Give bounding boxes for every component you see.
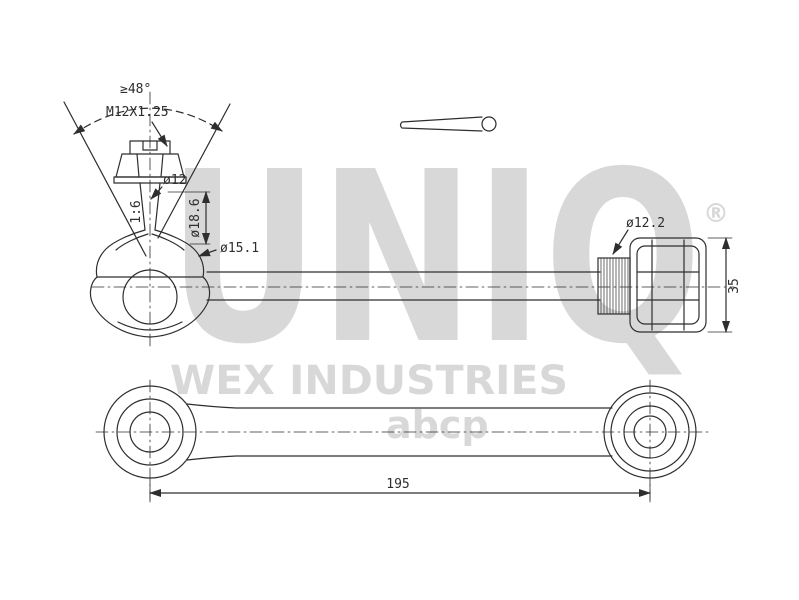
- bushing-bore-leader: [612, 229, 629, 255]
- cone-angle-annotation: [63, 101, 231, 257]
- watermark: UNIQ ® WEX INDUSTRIES abcp: [168, 121, 729, 447]
- line-work: [63, 91, 735, 503]
- label-cone-angle: ≥48°: [120, 82, 151, 97]
- label-socket-diameter: ø15.1: [220, 241, 259, 256]
- bushing-dimensions: [612, 229, 733, 333]
- ball-joint-housing: [89, 229, 211, 338]
- bushing-third-ring: [623, 405, 677, 459]
- label-stud-diameter: ø12: [163, 173, 186, 188]
- thread-leader-line: [151, 121, 168, 147]
- stud-diameter-leader: [150, 186, 163, 200]
- bushing-second-ring: [610, 392, 690, 472]
- registered-trademark-icon: ®: [703, 199, 729, 229]
- center-lines: [91, 91, 735, 503]
- bushing-outer-ring: [603, 385, 697, 479]
- bottom-shaft-bottom-edge: [186, 455, 613, 461]
- label-bushing-width: 35: [727, 278, 742, 294]
- label-boot-diameter: ø18.6: [188, 198, 203, 237]
- label-bushing-bore: ø12.2: [626, 216, 665, 231]
- eye-middle-ring: [116, 398, 184, 466]
- bottom-shaft-top-edge: [186, 403, 613, 409]
- label-taper: 1:6: [129, 200, 144, 223]
- dimension-labels: ≥48° M12X1.25 ø12 1:6 ø18.6 ø15.1 ø12.2 …: [106, 82, 742, 492]
- watermark-subtitle: WEX INDUSTRIES: [170, 358, 568, 404]
- bushing: [629, 237, 707, 333]
- bushing-bore-ring: [633, 415, 667, 449]
- bottom-view: [103, 385, 697, 501]
- top-view-dimensions: [150, 186, 217, 257]
- cotter-pin: [399, 116, 497, 132]
- abcp-logo: abcp: [386, 403, 489, 447]
- ball-stud-sphere: [122, 269, 178, 325]
- eye-inner-ring: [129, 411, 171, 453]
- socket-diameter-leader: [198, 248, 217, 257]
- label-arm-length: 195: [386, 477, 409, 492]
- label-thread-spec: M12X1.25: [106, 105, 169, 120]
- castle-nut: [113, 140, 187, 184]
- rod-shaft: [206, 271, 601, 301]
- eye-outer-ring: [103, 385, 197, 479]
